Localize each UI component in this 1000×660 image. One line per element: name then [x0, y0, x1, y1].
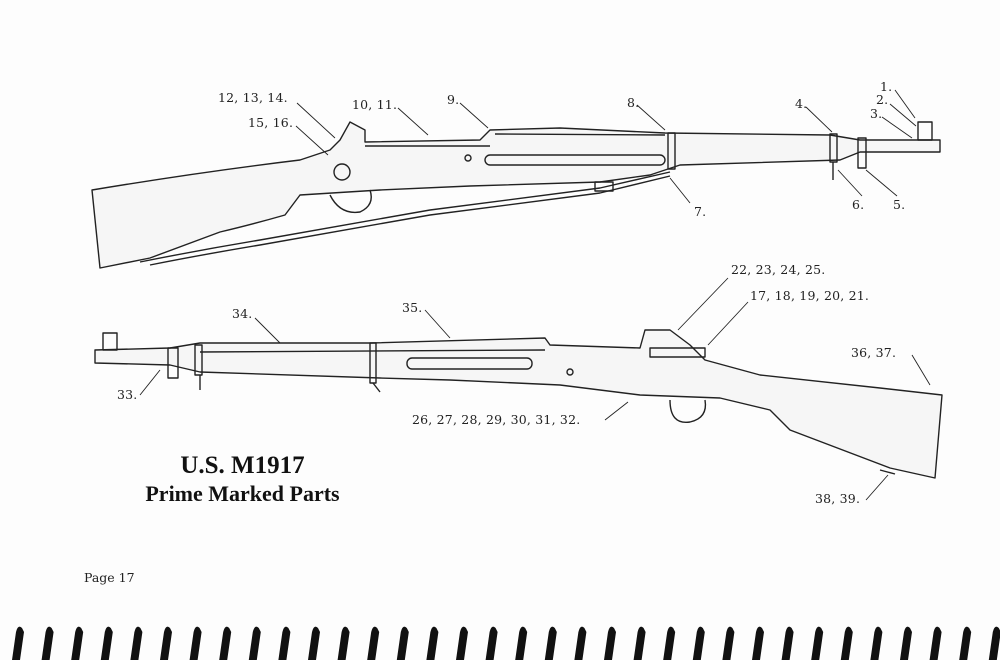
binding-coil: [248, 626, 261, 660]
callout-4: 4.: [795, 96, 808, 111]
binding-coil: [278, 626, 291, 660]
binding-coil: [722, 626, 735, 660]
binding-coil: [840, 626, 853, 660]
callout-26-32: 26, 27, 28, 29, 30, 31, 32.: [412, 412, 581, 427]
binding-coil: [781, 626, 794, 660]
binding-coil: [544, 626, 557, 660]
binding-coil: [396, 626, 409, 660]
binding-coil: [515, 626, 528, 660]
callout-7: 7.: [694, 204, 707, 219]
callout-3: 3.: [870, 106, 883, 121]
binding-coil: [367, 626, 380, 660]
binding-coil: [604, 626, 616, 660]
binding-coil: [959, 626, 972, 660]
binding-coil: [12, 626, 24, 660]
binding-coil: [752, 626, 764, 660]
binding-coil: [71, 626, 84, 660]
binding-coil: [308, 626, 320, 660]
document-subtitle: Prime Marked Parts: [145, 481, 340, 506]
page-number: Page 17: [84, 570, 135, 585]
binding-coil: [663, 626, 676, 660]
binding-coil: [219, 626, 232, 660]
callout-5: 5.: [893, 197, 906, 212]
binding-coil: [811, 626, 824, 660]
callout-8: 8.: [627, 95, 640, 110]
binding-coil: [929, 626, 942, 660]
callout-22-25: 22, 23, 24, 25.: [731, 262, 826, 277]
callout-33: 33.: [117, 387, 138, 402]
callout-34: 34.: [232, 306, 253, 321]
binding-coil: [130, 626, 143, 660]
callout-12-13-14: 12, 13, 14.: [218, 90, 288, 105]
binding-coil: [633, 626, 646, 660]
binding-coil: [574, 626, 587, 660]
callout-10-11: 10, 11.: [352, 97, 398, 112]
binding-coil: [692, 626, 705, 660]
callout-17-21: 17, 18, 19, 20, 21.: [750, 288, 870, 303]
top-rifle-illustration: [91, 121, 941, 269]
callout-38-39: 38, 39.: [815, 491, 861, 506]
binding-coil: [41, 626, 54, 660]
binding-coil: [337, 626, 350, 660]
callout-leader-lines: [139, 89, 931, 501]
binding-coil: [160, 626, 172, 660]
binding-coil: [988, 626, 1000, 660]
callout-6: 6.: [852, 197, 865, 212]
document-title: U.S. M1917: [180, 452, 305, 479]
bottom-rifle-illustration: [94, 329, 943, 479]
binding-coil: [189, 626, 202, 660]
binding-coil: [900, 626, 912, 660]
callout-15-16: 15, 16.: [248, 115, 294, 130]
binding-coil: [456, 626, 468, 660]
callout-1: 1.: [880, 79, 893, 94]
binding-coil: [100, 626, 113, 660]
callout-35: 35.: [402, 300, 423, 315]
spiral-binding: [12, 626, 1000, 660]
callout-36-37: 36, 37.: [851, 345, 897, 360]
callout-2: 2.: [876, 92, 889, 107]
callout-9: 9.: [447, 92, 460, 107]
binding-coil: [870, 626, 883, 660]
binding-coil: [426, 626, 439, 660]
binding-coil: [485, 626, 498, 660]
